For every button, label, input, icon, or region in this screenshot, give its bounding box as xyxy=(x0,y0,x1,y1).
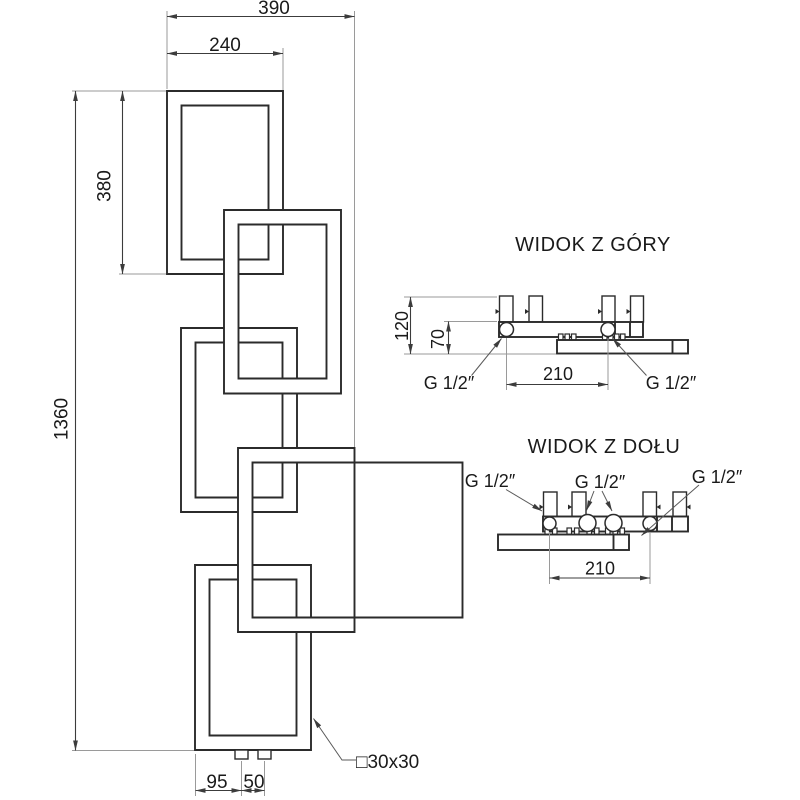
profile-leader-line xyxy=(313,718,356,761)
frame-1 xyxy=(166,90,284,275)
dim-label-total-height: 1360 xyxy=(52,398,73,440)
top-view: WIDOK Z GÓRY xyxy=(392,233,697,393)
bottom-view-rear-bar xyxy=(497,533,630,551)
bottom-view-conn-label-left: G 1/2″ xyxy=(465,471,516,491)
bottom-view-conn-label-right: G 1/2″ xyxy=(692,467,743,487)
top-view-dim-axis-depth: 70 xyxy=(428,329,448,349)
frame-4 xyxy=(237,447,464,633)
top-view-conn-label-right: G 1/2″ xyxy=(646,373,697,393)
dim-label-top-frame-width: 240 xyxy=(209,35,241,56)
profile-size-label: □30x30 xyxy=(356,752,419,773)
bottom-view-leader-mid-1 xyxy=(586,490,595,511)
bottom-connector-stub-left xyxy=(234,749,249,760)
bottom-view-title: WIDOK Z DOŁU xyxy=(528,436,681,458)
bottom-connector-stub-right xyxy=(257,749,272,760)
top-view-dimension-lines xyxy=(408,296,609,387)
dim-label-bottom-offset: 95 xyxy=(206,772,227,793)
front-extension-lines xyxy=(72,11,355,796)
top-view-dim-total-depth: 120 xyxy=(392,311,412,341)
top-view-leader-left xyxy=(471,338,502,376)
bottom-view-leader-left xyxy=(505,489,543,512)
bottom-view-dim-conn-spacing: 210 xyxy=(585,559,615,579)
top-view-connection-circle-left xyxy=(498,321,515,338)
top-view-rear-bar xyxy=(556,339,689,355)
bottom-view-connection-circle-1 xyxy=(542,516,557,531)
frame-5 xyxy=(194,564,312,751)
bottom-view-conn-label-middle: G 1/2″ xyxy=(575,472,626,492)
top-view-connection-circle-right xyxy=(600,321,616,338)
bottom-view-leader-right xyxy=(641,484,700,536)
bottom-view: WIDOK Z DOŁU xyxy=(465,436,743,584)
top-view-extension-lines xyxy=(404,296,609,390)
top-view-title: WIDOK Z GÓRY xyxy=(515,233,671,256)
frame-3 xyxy=(180,327,298,513)
dim-label-frame-height: 380 xyxy=(95,170,116,202)
front-dimension-lines xyxy=(73,14,355,793)
top-view-leader-right xyxy=(612,338,647,376)
dim-label-conn-spacing: 50 xyxy=(243,772,264,793)
top-view-conn-label-left: G 1/2″ xyxy=(424,373,475,393)
top-view-dim-conn-spacing: 210 xyxy=(543,364,573,384)
bottom-view-connection-circle-3 xyxy=(604,513,623,533)
bottom-view-leader-mid-2 xyxy=(601,490,613,512)
bottom-view-extension-lines xyxy=(549,532,651,584)
top-view-bracket-stubs xyxy=(495,295,645,323)
front-view: 390 240 380 1360 95 50 □30x30 xyxy=(52,0,464,796)
bottom-view-connection-circle-2 xyxy=(578,513,597,533)
bottom-view-bracket-stubs xyxy=(539,491,691,518)
dim-label-total-width: 390 xyxy=(258,0,290,19)
frame-2 xyxy=(223,209,342,395)
